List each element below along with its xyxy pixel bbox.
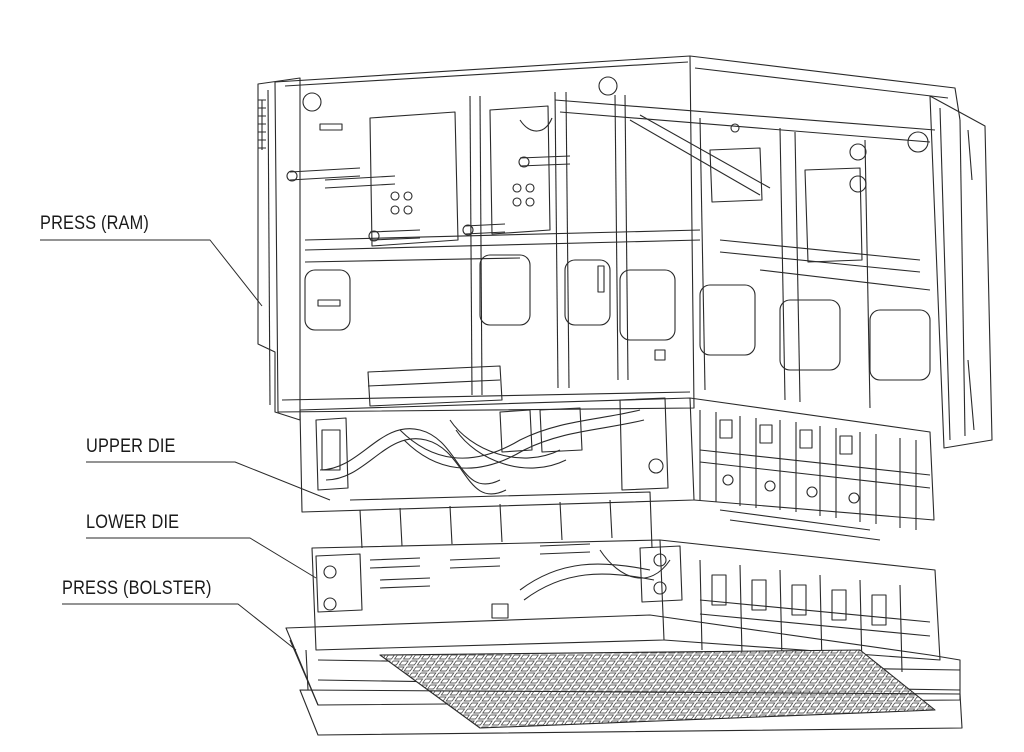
leader-lower-die bbox=[86, 537, 317, 579]
upper-die bbox=[299, 365, 935, 530]
label-upper-die: UPPER DIE bbox=[86, 436, 176, 457]
leader-lines bbox=[40, 239, 331, 651]
leader-upper-die bbox=[86, 461, 331, 501]
leader-press-bolster bbox=[62, 603, 297, 651]
press-ram bbox=[257, 55, 993, 449]
label-press-bolster: PRESS (BOLSTER) bbox=[62, 578, 212, 599]
leader-press-ram bbox=[40, 239, 263, 307]
lower-die bbox=[311, 491, 941, 673]
label-press-ram: PRESS (RAM) bbox=[40, 213, 150, 234]
label-lower-die: LOWER DIE bbox=[86, 512, 180, 533]
press-bolster bbox=[285, 614, 963, 736]
